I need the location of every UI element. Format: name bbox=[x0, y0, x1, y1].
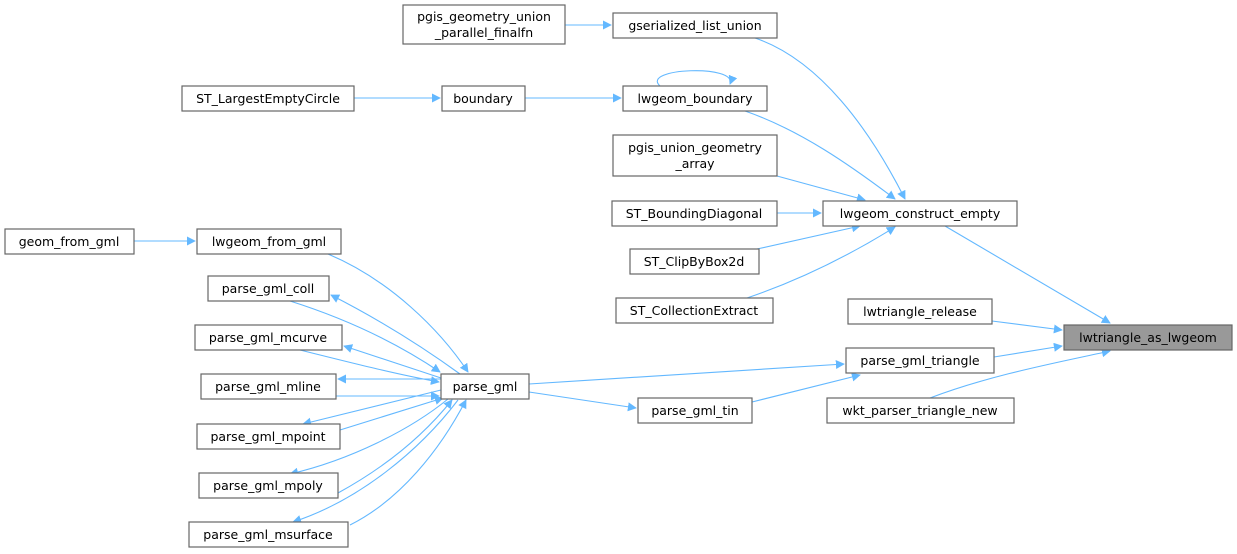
node-st-largest-empty-circle[interactable]: ST_LargestEmptyCircle bbox=[181, 85, 355, 112]
node-label: parse_gml_coll bbox=[222, 281, 315, 296]
node-label: ST_LargestEmptyCircle bbox=[196, 91, 340, 106]
edge-gserialized-to-construct-empty bbox=[754, 37, 906, 200]
node-parse-gml-mcurve[interactable]: parse_gml_mcurve bbox=[194, 324, 343, 351]
node-label: parse_gml_tin bbox=[651, 403, 738, 418]
edge-wkt-parser-to-triangle-as-lwgeom bbox=[929, 348, 1111, 399]
node-parse-gml-tin[interactable]: parse_gml_tin bbox=[637, 397, 753, 424]
edge-parse-gml-to-mcurve bbox=[343, 344, 442, 379]
edge-coll-to-parse-gml bbox=[289, 300, 441, 373]
node-label: lwgeom_construct_empty bbox=[840, 206, 1001, 221]
edge-lwgeom-boundary-to-construct-empty bbox=[744, 110, 896, 200]
node-label: _array bbox=[674, 156, 715, 171]
node-label: ST_CollectionExtract bbox=[630, 303, 759, 318]
node-st-collection-extract[interactable]: ST_CollectionExtract bbox=[615, 297, 774, 324]
node-parse-gml-mline[interactable]: parse_gml_mline bbox=[200, 373, 337, 400]
node-geom-from-gml[interactable]: geom_from_gml bbox=[4, 228, 135, 255]
node-label: gserialized_list_union bbox=[628, 18, 761, 33]
node-label: pgis_geometry_union bbox=[417, 9, 551, 24]
node-parse-gml[interactable]: parse_gml bbox=[440, 373, 530, 400]
node-label: lwgeom_boundary bbox=[638, 91, 754, 106]
edges bbox=[134, 20, 1111, 526]
edge-mpoint-to-parse-gml bbox=[339, 396, 444, 431]
edge-triangle-release-to-triangle-as-lwgeom bbox=[991, 320, 1063, 334]
node-label: lwtriangle_release bbox=[863, 304, 977, 319]
node-gserialized-list-union[interactable]: gserialized_list_union bbox=[612, 12, 778, 39]
edge-union-array-to-construct-empty bbox=[776, 175, 866, 203]
node-label: ST_BoundingDiagonal bbox=[626, 206, 763, 221]
node-label: parse_gml_mline bbox=[215, 379, 321, 394]
edge-parse-gml-to-coll bbox=[330, 294, 461, 375]
edge-construct-empty-to-triangle-as-lwgeom bbox=[944, 225, 1111, 324]
edge-msurface-to-parse-gml bbox=[349, 399, 467, 526]
node-label: lwgeom_from_gml bbox=[212, 234, 326, 249]
node-label: parse_gml_mpoly bbox=[213, 478, 323, 493]
node-label: parse_gml bbox=[453, 379, 518, 394]
edge-lwgeom-from-gml-to-parse-gml bbox=[327, 253, 469, 373]
edge-parse-gml-to-mpoint bbox=[302, 389, 442, 427]
node-st-clipbybox2d[interactable]: ST_ClipByBox2d bbox=[629, 248, 760, 275]
node-label: geom_from_gml bbox=[19, 234, 120, 249]
node-label: parse_gml_mpoint bbox=[210, 429, 325, 444]
node-pgis-union-geometry-array[interactable]: pgis_union_geometry _array bbox=[612, 134, 778, 177]
node-parse-gml-mpoint[interactable]: parse_gml_mpoint bbox=[196, 423, 341, 450]
node-parse-gml-triangle[interactable]: parse_gml_triangle bbox=[845, 347, 995, 374]
node-lwgeom-from-gml[interactable]: lwgeom_from_gml bbox=[196, 228, 342, 255]
node-st-bounding-diagonal[interactable]: ST_BoundingDiagonal bbox=[611, 200, 778, 227]
node-label: _parallel_finalfn bbox=[434, 25, 533, 40]
edge-parse-gml-to-msurface bbox=[292, 399, 459, 524]
edge-parse-gml-to-parse-gml-triangle bbox=[528, 360, 845, 385]
node-parse-gml-msurface[interactable]: parse_gml_msurface bbox=[188, 521, 349, 548]
edge-clipbybox-to-construct-empty bbox=[756, 223, 861, 250]
node-pgis-geometry-union-parallel-finalfn[interactable]: pgis_geometry_union _parallel_finalfn bbox=[402, 4, 566, 45]
edge-mpoly-to-parse-gml bbox=[337, 399, 453, 494]
edge-parse-gml-tin-to-parse-gml-triangle bbox=[751, 372, 861, 403]
node-label: parse_gml_triangle bbox=[860, 353, 980, 368]
edge-collection-extract-to-construct-empty bbox=[746, 226, 896, 299]
node-label: wkt_parser_triangle_new bbox=[842, 403, 997, 418]
node-lwgeom-boundary[interactable]: lwgeom_boundary bbox=[622, 85, 768, 112]
node-label: pgis_union_geometry bbox=[628, 140, 762, 155]
node-lwtriangle-release[interactable]: lwtriangle_release bbox=[847, 298, 993, 325]
node-lwtriangle-as-lwgeom[interactable]: lwtriangle_as_lwgeom bbox=[1063, 324, 1233, 351]
node-boundary[interactable]: boundary bbox=[441, 85, 526, 112]
node-label: parse_gml_msurface bbox=[203, 527, 333, 542]
node-wkt-parser-triangle-new[interactable]: wkt_parser_triangle_new bbox=[826, 397, 1015, 424]
edge-parse-gml-to-mpoly bbox=[289, 398, 449, 477]
node-parse-gml-coll[interactable]: parse_gml_coll bbox=[207, 275, 330, 302]
edge-parse-gml-to-parse-gml-tin bbox=[528, 391, 637, 412]
node-parse-gml-mpoly[interactable]: parse_gml_mpoly bbox=[198, 472, 339, 499]
edge-parse-gml-triangle-to-triangle-as-lwgeom bbox=[993, 342, 1063, 358]
node-label: boundary bbox=[453, 91, 513, 106]
node-label: lwtriangle_as_lwgeom bbox=[1079, 330, 1217, 345]
edge-lwgeom-boundary-self-loop bbox=[656, 70, 738, 87]
node-label: ST_ClipByBox2d bbox=[644, 254, 745, 269]
node-label: parse_gml_mcurve bbox=[209, 330, 328, 345]
node-lwgeom-construct-empty[interactable]: lwgeom_construct_empty bbox=[822, 200, 1018, 227]
